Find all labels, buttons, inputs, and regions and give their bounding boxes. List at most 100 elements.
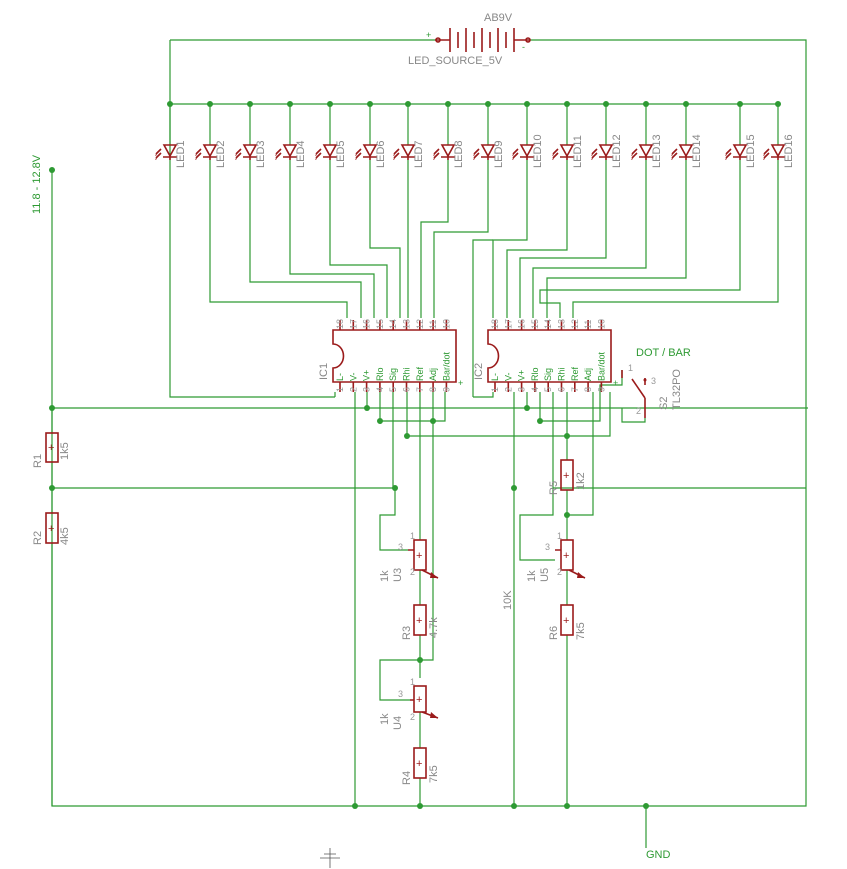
resistor-r5: + R5 1k2 xyxy=(548,459,587,495)
ic-top-pin: 16 xyxy=(362,319,372,329)
led-label: LED1 xyxy=(175,140,187,168)
u3-name: U3 xyxy=(392,568,404,582)
svg-text:+: + xyxy=(563,615,569,627)
svg-text:1: 1 xyxy=(410,677,415,687)
led-label: LED13 xyxy=(651,134,663,168)
svg-text:+: + xyxy=(416,615,422,627)
ic-top-pin: 12 xyxy=(570,319,580,329)
led-label: LED5 xyxy=(335,140,347,168)
ic-bottom-pin: 7 xyxy=(570,387,580,392)
ic-top-pin: 14 xyxy=(388,319,398,329)
ic-pin-label: V- xyxy=(503,372,513,381)
ic-pin-label: V- xyxy=(348,372,358,381)
ic-pin-label: Bar/dot xyxy=(441,351,451,381)
led-12: LED12 xyxy=(591,134,623,168)
supply-label: 11.8 - 12.8V xyxy=(31,154,43,214)
ic-bottom-pin: 1 xyxy=(490,387,500,392)
ic-plus: + xyxy=(458,378,463,388)
led-16: LED16 xyxy=(763,134,795,168)
led-label: LED11 xyxy=(572,135,584,168)
led-label: LED7 xyxy=(413,140,425,168)
led-15: LED15 xyxy=(725,134,757,168)
extra-value-10k: 10K xyxy=(502,590,514,610)
ic-pin-label: Rlo xyxy=(375,367,385,381)
svg-text:3: 3 xyxy=(545,542,550,552)
ic-bottom-pin: 9 xyxy=(441,387,451,392)
ic-top-pin: 18 xyxy=(335,319,345,329)
u5-value: 1k xyxy=(526,570,538,582)
led-1: LED1 xyxy=(155,140,187,168)
ic-top-pin: 15 xyxy=(530,319,540,329)
svg-text:2: 2 xyxy=(557,567,562,577)
r1-name: R1 xyxy=(32,454,44,468)
ic-group: 181L-172V-163V+154Rlo145Sig136Rhi127Ref1… xyxy=(318,319,618,392)
switch-name: S2 xyxy=(658,397,670,410)
ic-pin-label: Rhi xyxy=(402,367,412,381)
ic-bottom-pin: 4 xyxy=(375,387,385,392)
svg-text:+: + xyxy=(48,523,54,535)
svg-text:2: 2 xyxy=(410,567,415,577)
r5-value: 1k2 xyxy=(575,472,587,490)
ic-top-pin: 10 xyxy=(596,319,606,329)
wires xyxy=(51,39,808,848)
r6-name: R6 xyxy=(548,626,560,640)
resistor-r2: + R2 4k5 xyxy=(32,512,71,545)
ic-bottom-pin: 3 xyxy=(517,387,527,392)
u4-value: 1k xyxy=(379,713,391,725)
pot-u3: + 1 2 3 1k U3 xyxy=(379,531,439,582)
r4-name: R4 xyxy=(401,771,413,785)
svg-text:3: 3 xyxy=(398,542,403,552)
led-3: LED3 xyxy=(235,140,267,168)
ic-plus: + xyxy=(613,378,618,388)
ic-pin-label: Ref xyxy=(415,366,425,381)
svg-text:2: 2 xyxy=(636,406,641,416)
resistor-r3: + R3 4.7k xyxy=(401,604,440,640)
switch-label: DOT / BAR xyxy=(636,347,691,359)
r2-name: R2 xyxy=(32,531,44,545)
battery-minus: - xyxy=(522,42,525,52)
r3-value: 4.7k xyxy=(428,617,440,638)
led-label: LED8 xyxy=(453,140,465,168)
led-6: LED6 xyxy=(355,140,387,168)
ic-top-pin: 16 xyxy=(517,319,527,329)
ic-bottom-pin: 7 xyxy=(415,387,425,392)
battery-plus: + xyxy=(426,30,431,40)
ic-top-pin: 11 xyxy=(428,320,438,329)
led-label: LED12 xyxy=(611,134,623,168)
ic-bottom-pin: 5 xyxy=(543,387,553,392)
svg-text:+: + xyxy=(563,550,569,562)
ic-name: IC2 xyxy=(473,363,485,380)
gnd-label: GND xyxy=(646,849,671,861)
led-label: LED6 xyxy=(375,140,387,168)
svg-text:3: 3 xyxy=(651,376,656,386)
junctions xyxy=(49,101,781,809)
battery-name: AB9V xyxy=(484,12,513,24)
ic-top-pin: 14 xyxy=(543,319,553,329)
ic-top-pin: 10 xyxy=(441,319,451,329)
ic-name: IC1 xyxy=(318,363,330,380)
ic-bottom-pin: 2 xyxy=(348,387,358,392)
led-4: LED4 xyxy=(275,140,307,168)
u5-name: U5 xyxy=(539,568,551,582)
ic-top-pin: 18 xyxy=(490,319,500,329)
ic-top-pin: 13 xyxy=(402,319,412,329)
led-8: LED8 xyxy=(433,140,465,168)
led-13: LED13 xyxy=(631,134,663,168)
ic-pin-label: Rhi xyxy=(557,367,567,381)
ic-pin-label: Ref xyxy=(570,366,580,381)
svg-text:+: + xyxy=(563,470,569,482)
ic-top-pin: 17 xyxy=(503,319,513,329)
ic-pin-label: V+ xyxy=(362,370,372,381)
svg-text:+: + xyxy=(416,550,422,562)
ic-pin-label: Sig xyxy=(388,368,398,381)
svg-text:+: + xyxy=(416,758,422,770)
svg-text:3: 3 xyxy=(398,689,403,699)
ic-bottom-pin: 8 xyxy=(428,387,438,392)
ic-pin-label: Adj xyxy=(583,368,593,381)
resistor-r6: + R6 7k5 xyxy=(548,604,587,640)
u3-value: 1k xyxy=(379,570,391,582)
ic-bottom-pin: 8 xyxy=(583,387,593,392)
ic-pin-label: L- xyxy=(490,373,500,381)
ic-pin-label: Adj xyxy=(428,368,438,381)
